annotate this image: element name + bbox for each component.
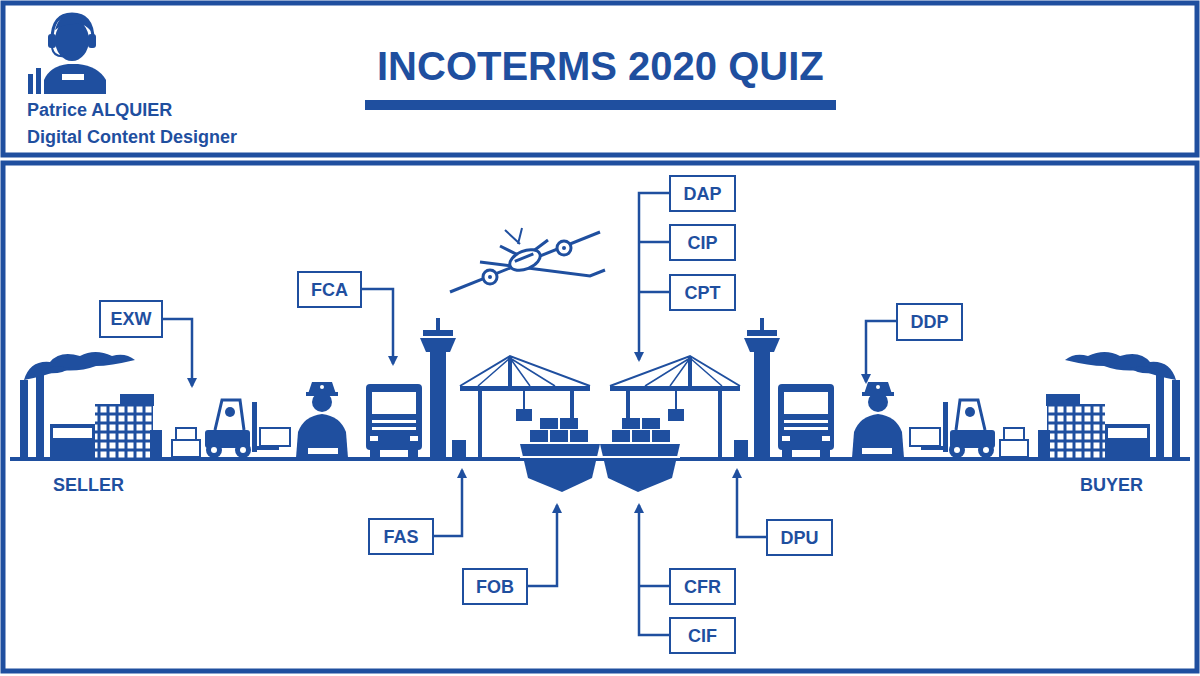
incoterm-code: CFR	[684, 578, 721, 596]
incoterm-box: DDP	[896, 303, 963, 341]
author-label: Digital Content Designer	[27, 128, 237, 148]
incoterm-code: DAP	[683, 185, 721, 203]
title-underline	[365, 100, 836, 110]
incoterm-code: FOB	[476, 578, 514, 596]
incoterm-code: FAS	[383, 528, 418, 546]
party-label: SELLER	[53, 476, 124, 496]
incoterm-box: EXW	[99, 300, 163, 338]
port-scene	[20, 318, 600, 492]
leader-lines	[163, 193, 896, 635]
incoterm-box: CPT	[669, 274, 736, 311]
party-label: BUYER	[1080, 476, 1143, 496]
incoterm-code: CIP	[687, 234, 717, 252]
incoterm-box: DAP	[669, 175, 736, 212]
incoterm-box: CIF	[669, 617, 736, 654]
body-frame	[3, 163, 1197, 671]
author-label: Patrice ALQUIER	[27, 101, 172, 121]
incoterm-code: DDP	[910, 313, 948, 331]
incoterm-box: FCA	[297, 271, 362, 308]
header-frame	[3, 3, 1197, 155]
incoterm-box: FOB	[462, 568, 528, 605]
incoterm-box: FAS	[368, 518, 434, 555]
incoterm-code: FCA	[311, 281, 348, 299]
incoterm-code: CPT	[685, 284, 721, 302]
avatar	[28, 14, 106, 94]
incoterm-box: CFR	[669, 568, 736, 605]
incoterm-code: DPU	[780, 529, 818, 547]
incoterm-code: EXW	[110, 310, 151, 328]
airplane	[450, 228, 605, 292]
diagram-title: INCOTERMS 2020 QUIZ	[377, 46, 824, 86]
incoterm-code: CIF	[688, 627, 717, 645]
incoterm-box: DPU	[766, 519, 833, 556]
incoterm-box: CIP	[669, 224, 736, 261]
